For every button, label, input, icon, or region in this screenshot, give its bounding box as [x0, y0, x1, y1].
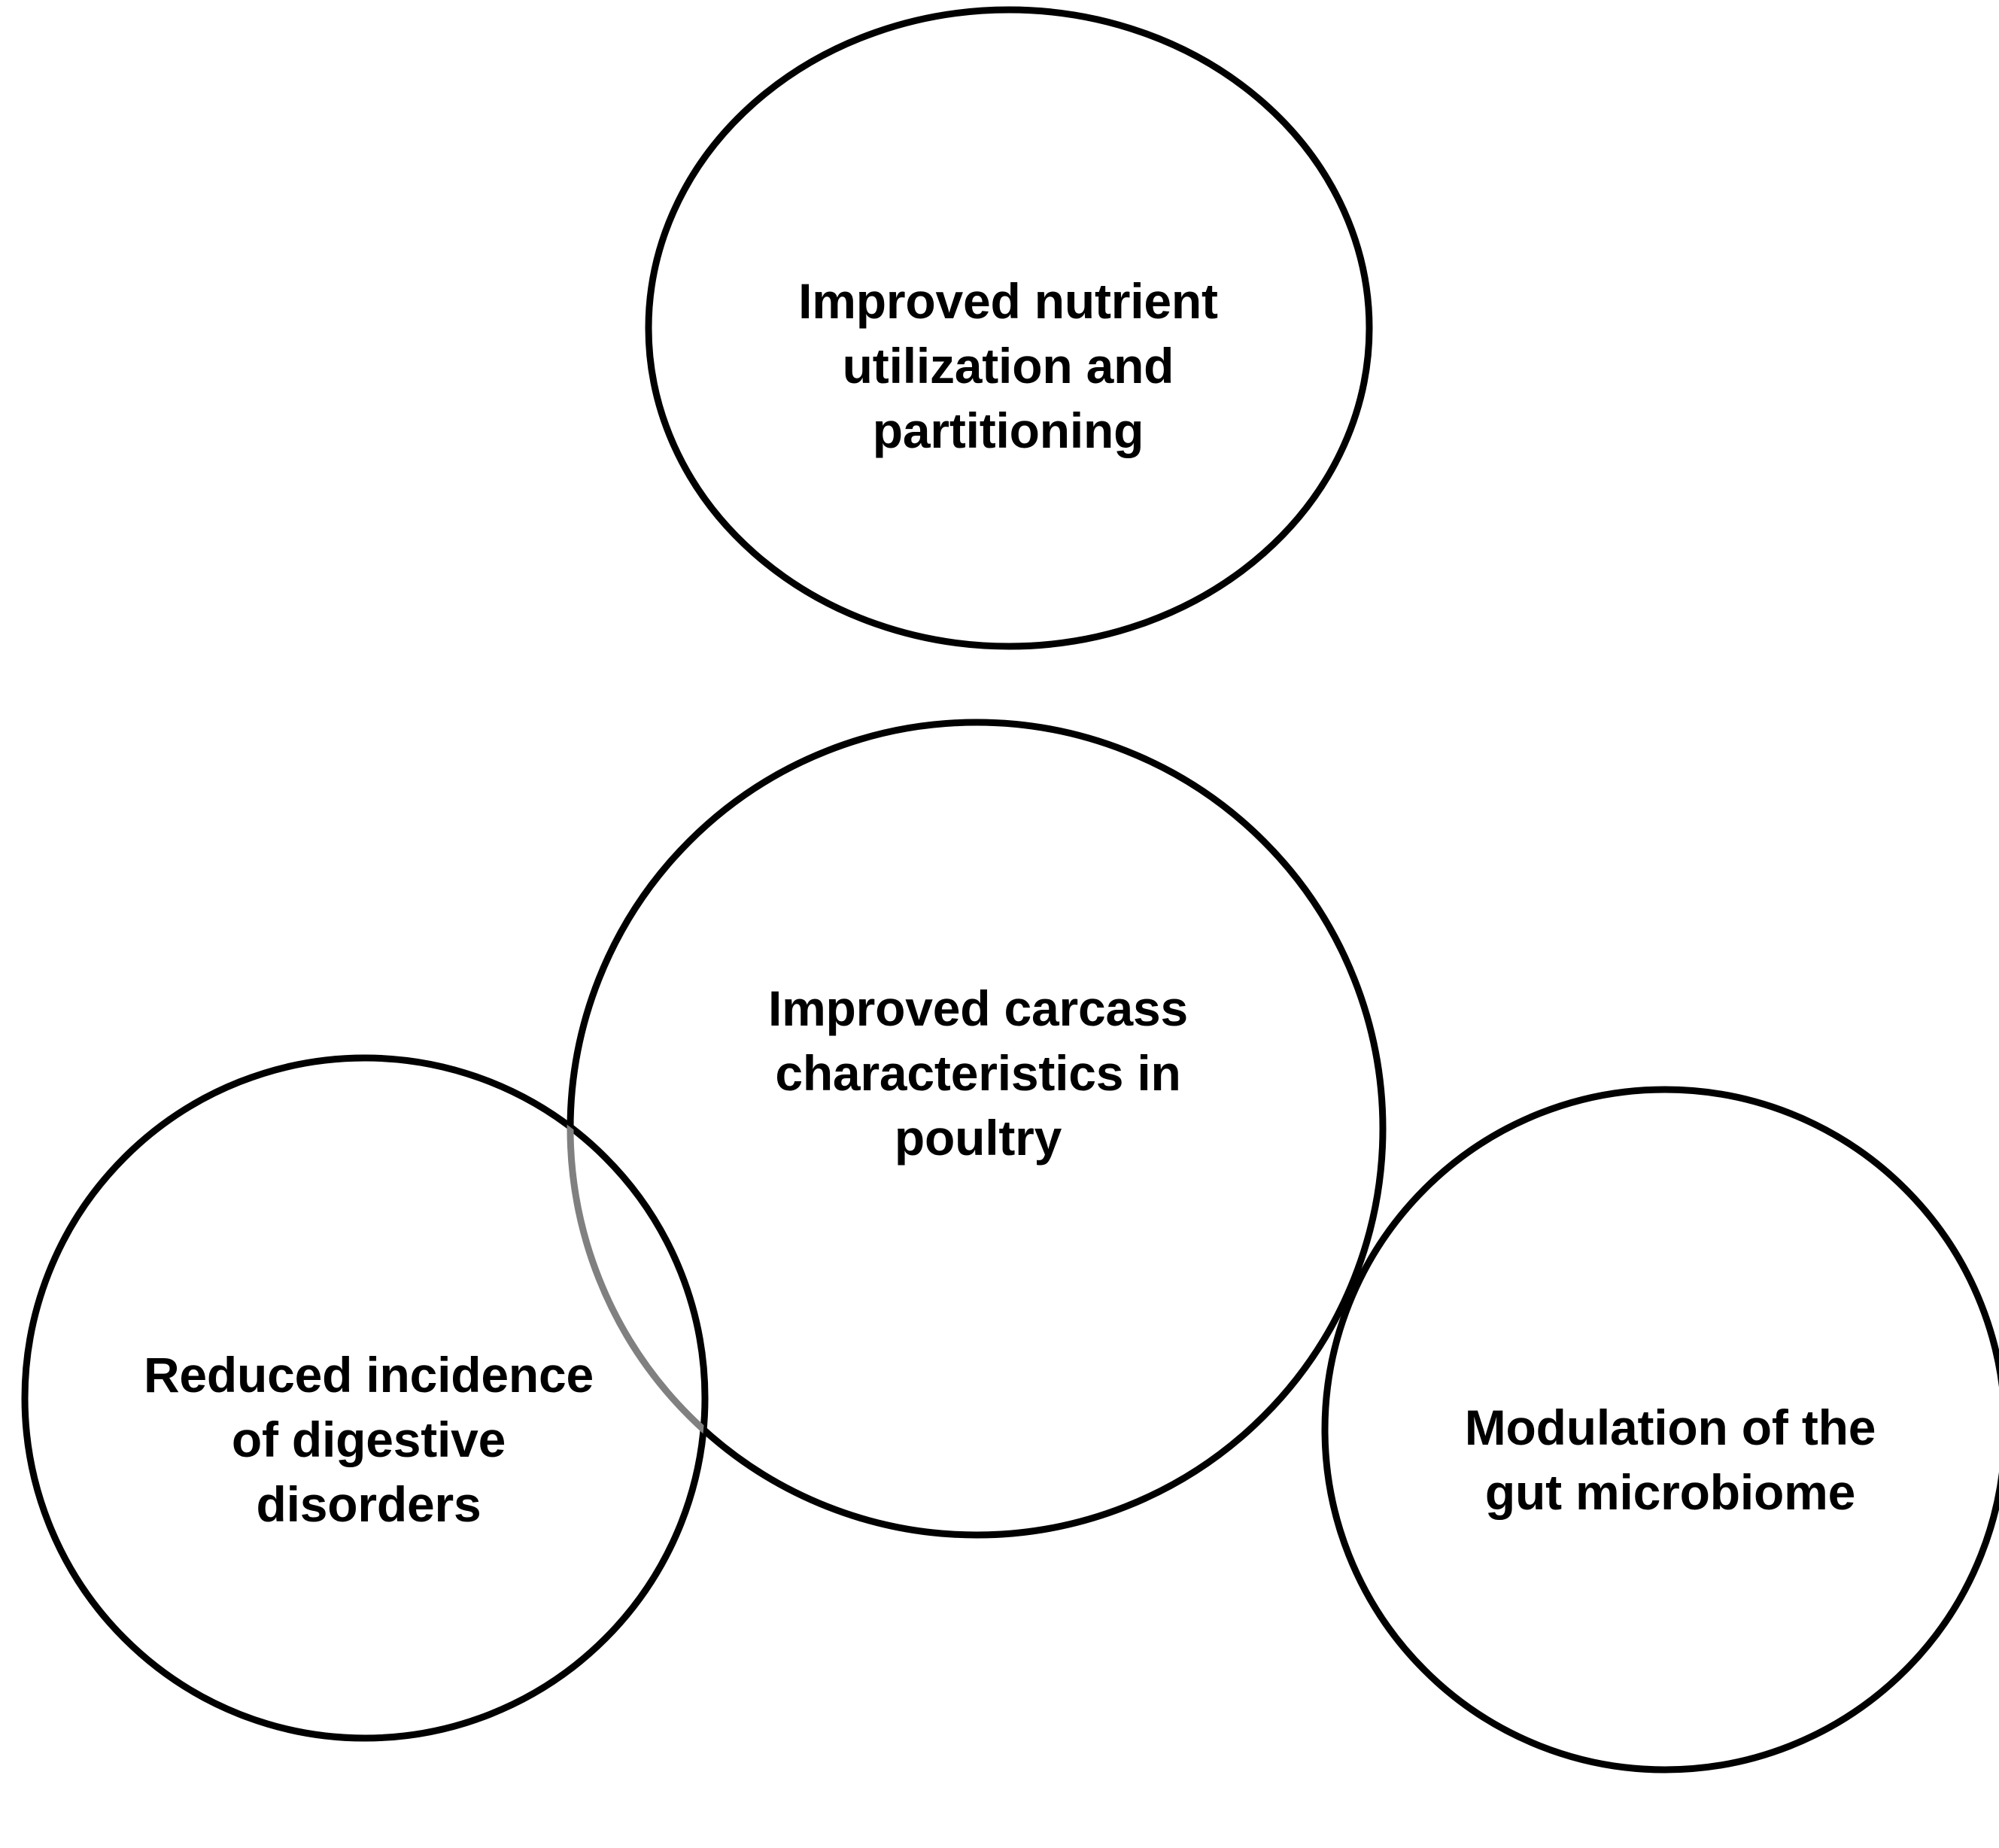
circle-improved-nutrient-utilization[interactable] — [645, 6, 1373, 650]
circle-modulation-gut-microbiome[interactable] — [1321, 1086, 1999, 1774]
circle-reduced-digestive-disorders[interactable] — [21, 1054, 709, 1742]
overlap-arc-center-under-left — [567, 1058, 705, 1539]
